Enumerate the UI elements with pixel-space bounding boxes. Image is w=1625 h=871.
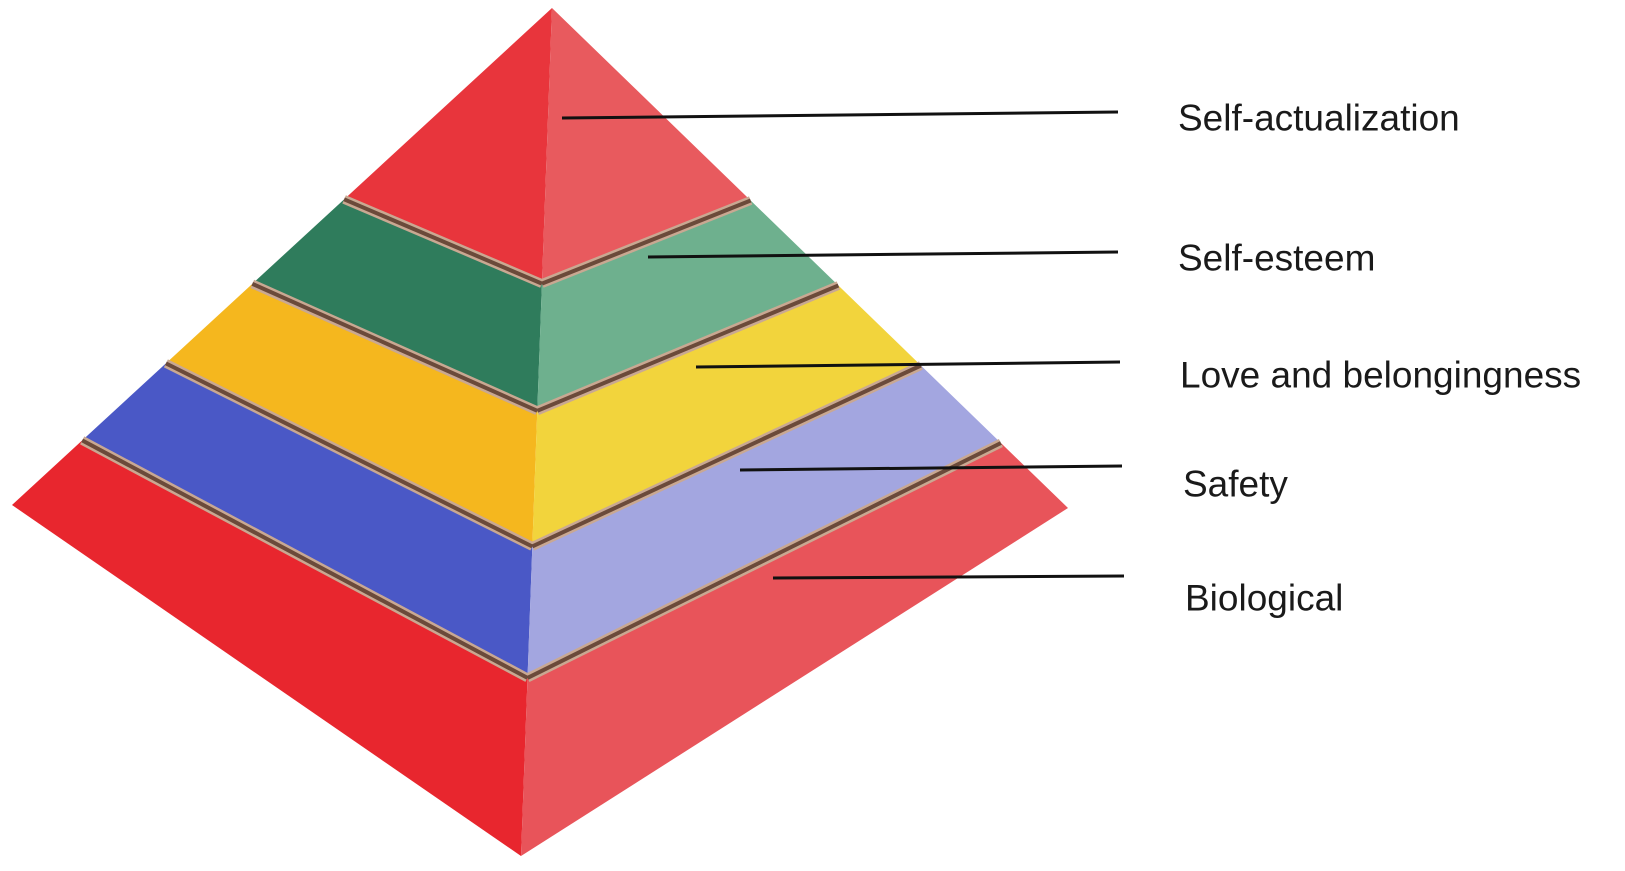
label-biological: Biological <box>1185 580 1343 617</box>
label-self-actualization: Self-actualization <box>1178 100 1460 137</box>
label-safety: Safety <box>1183 466 1288 503</box>
leader-line-biological <box>773 576 1124 578</box>
label-love-and-belongingness: Love and belongingness <box>1180 357 1581 394</box>
label-self-esteem: Self-esteem <box>1178 240 1375 277</box>
